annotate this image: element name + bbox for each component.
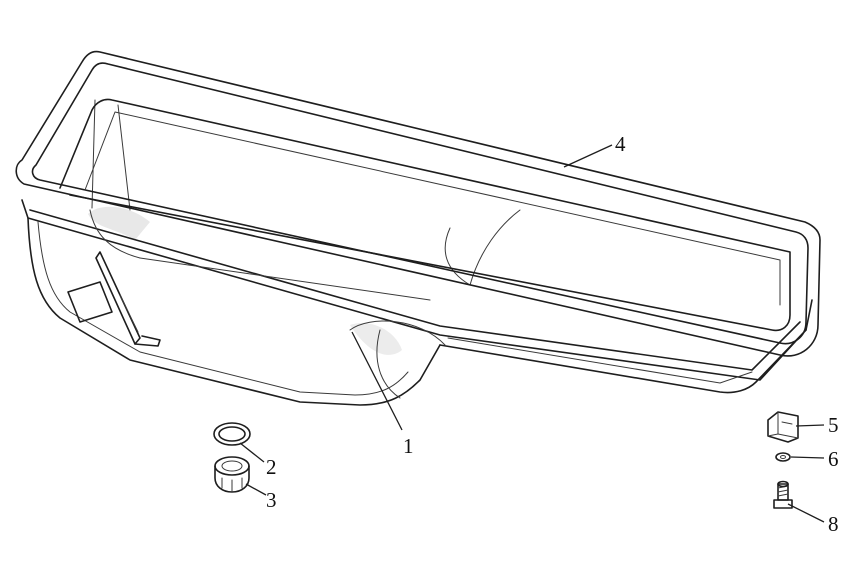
callout-3: 3 [266,488,277,512]
callout-6: 6 [828,447,839,471]
bolt [773,480,793,509]
washer [775,452,791,462]
drain-plug [214,456,250,493]
clip [767,411,799,443]
callout-8: 8 [828,512,839,536]
oil-pan [21,99,813,406]
o-ring [213,422,251,446]
leader-lines [239,144,825,523]
callout-4: 4 [615,132,626,156]
gasket [15,50,821,357]
callout-5: 5 [828,413,839,437]
callout-2: 2 [266,455,277,479]
callout-1: 1 [403,434,414,458]
